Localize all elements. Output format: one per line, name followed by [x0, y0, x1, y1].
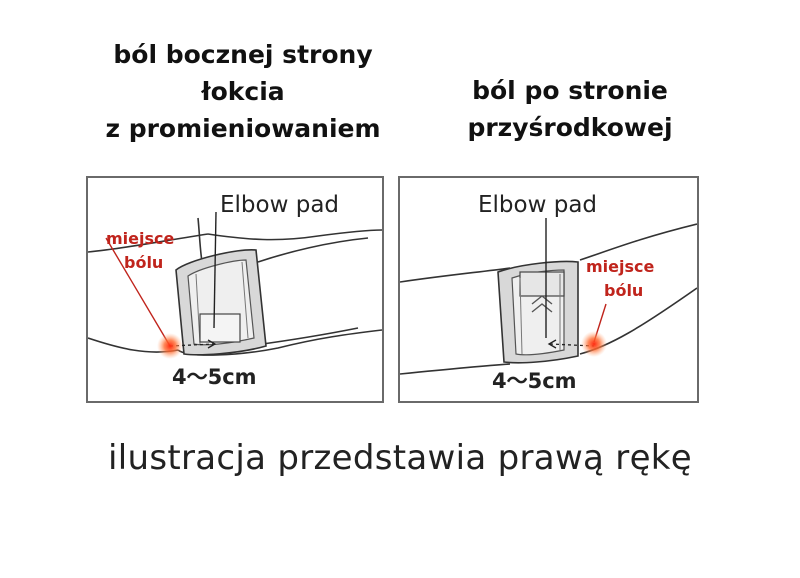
heading-line: z promieniowaniem [105, 114, 381, 143]
elbow-pad-label: Elbow pad [220, 192, 339, 218]
pain-label-line: bólu [124, 253, 163, 272]
right-elbow-drawing: Elbow pad miejsce bólu 4～5cm [400, 192, 697, 393]
heading-line: ból po stronie [472, 76, 668, 105]
distance-label: 4～5cm [172, 365, 257, 389]
heading-line: ból bocznej strony [113, 40, 373, 69]
heading-medial-pain: ból po stronie przyśrodkowej [420, 72, 720, 146]
pain-label-line: miejsce [586, 257, 655, 276]
pain-point [157, 333, 183, 359]
elbow-pad-label: Elbow pad [478, 192, 597, 218]
left-elbow-drawing: Elbow pad miejsce bólu 4～5cm [88, 192, 382, 389]
upper-arm-outline [207, 229, 382, 241]
caption: ilustracja przedstawia prawą rękę [107, 438, 692, 478]
heading-line: łokcia [201, 77, 285, 106]
distance-label: 4～5cm [492, 369, 577, 393]
left-elbow-illustration: Elbow pad miejsce bólu 4～5cm [86, 176, 384, 403]
right-elbow-illustration: Elbow pad miejsce bólu 4～5cm [398, 176, 699, 403]
pain-label-line: miejsce [106, 229, 175, 248]
pain-point [581, 331, 607, 357]
arm-outline [88, 217, 369, 353]
heading-line: przyśrodkowej [467, 113, 673, 142]
upper-arm-outline [400, 223, 697, 283]
pain-label-line: bólu [604, 281, 643, 300]
heading-lateral-pain: ból bocznej strony łokcia z promieniowan… [78, 36, 408, 147]
